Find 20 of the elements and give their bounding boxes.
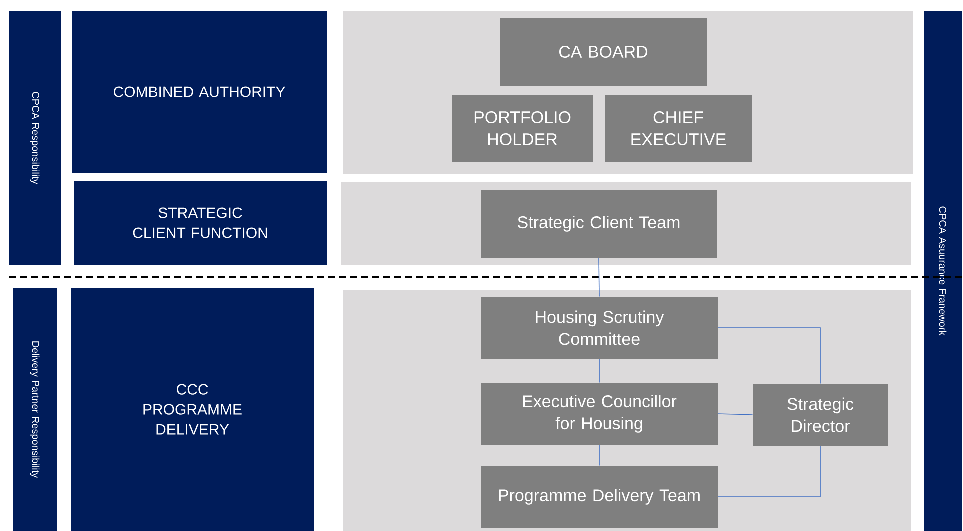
org-box: Programme Delivery Team [481,466,718,528]
section-band: CCC PROGRAMME DELIVERY [71,288,314,531]
section-band: COMBINED AUTHORITY [72,11,327,173]
section-band: Delivery Partner Responsibility [13,288,57,531]
connector-line [718,414,754,416]
section-band: CPCA Asuurance Franework [924,11,962,531]
connector-line [599,358,600,384]
org-box: Housing Scrutiny Committee [481,297,718,359]
connector-line [598,258,600,298]
org-box: PORTFOLIO HOLDER [452,95,593,162]
connector-line [718,446,821,498]
org-box: CA BOARD [500,18,707,86]
org-box: Strategic Client Team [481,190,717,258]
section-band: STRATEGIC CLIENT FUNCTION [74,181,327,265]
connector-line [718,328,821,384]
connector-line [599,444,600,466]
org-box: Executive Councillor for Housing [481,383,718,445]
section-band: CPCA Responsibility [9,11,61,265]
org-box: Strategic Director [753,384,888,446]
org-box: CHIEF EXECUTIVE [605,95,752,162]
